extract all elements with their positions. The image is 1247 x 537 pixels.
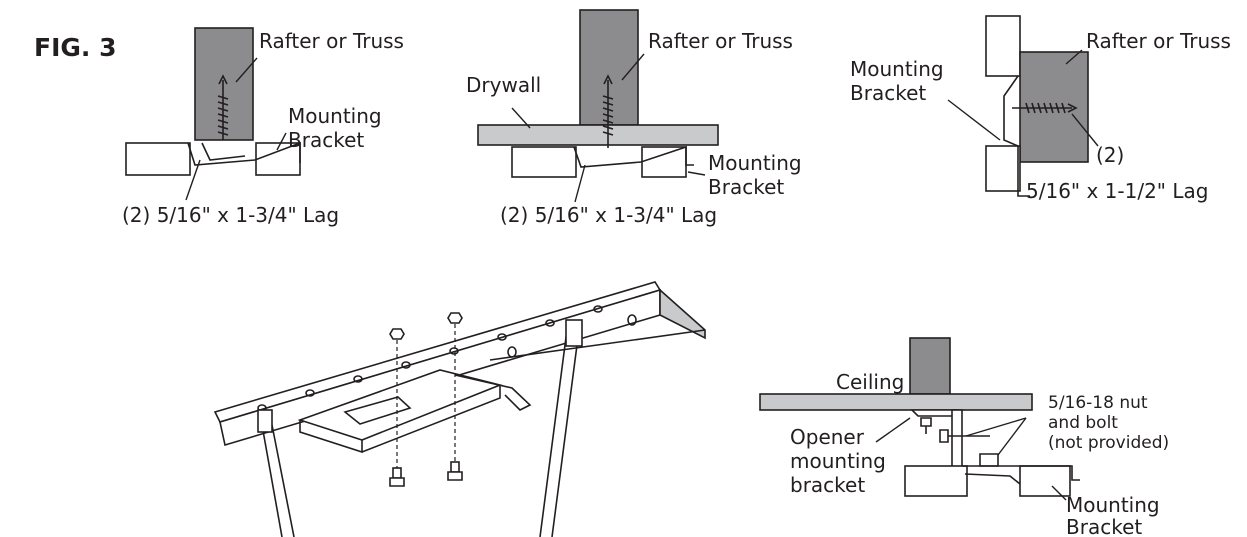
bracket-inner	[343, 396, 412, 425]
bracket-left-block	[125, 142, 191, 176]
bracket-leader	[687, 171, 706, 176]
side-bolt-head	[939, 429, 949, 443]
rafter	[579, 9, 639, 126]
nut-label-line2: and bolt	[1048, 413, 1118, 433]
right-leg-cap	[565, 319, 583, 347]
lag-leader	[574, 164, 586, 203]
rafter	[1019, 51, 1089, 163]
bolt-bottom-left	[389, 467, 405, 487]
figure-label: FIG. 3	[34, 33, 117, 62]
panel-isometric-assembly	[213, 281, 706, 537]
rafter-label: Rafter or Truss	[1086, 29, 1231, 53]
bracket-left-block	[511, 146, 577, 178]
nut-label-line1: 5/16-18 nut	[1048, 393, 1148, 413]
bracket-leader	[1051, 485, 1067, 501]
bolt-top-left	[389, 328, 405, 340]
bracket-top-block	[985, 15, 1021, 77]
opener-label-line3: bracket	[790, 473, 865, 497]
mounting-bracket	[187, 141, 301, 166]
opener-leader	[875, 417, 911, 443]
bracket-tab	[454, 374, 532, 411]
panel-drywall-mount: Rafter or Truss Drywall Mounting Bracket…	[466, 9, 802, 227]
lag-screw	[602, 74, 614, 148]
lag-screw	[217, 74, 229, 140]
ceiling-label: Ceiling	[836, 370, 904, 394]
bracket-label-line1: Mounting	[288, 104, 382, 128]
bracket-right-block	[1019, 465, 1071, 497]
mounting-bracket	[1003, 75, 1030, 197]
rafter-leader	[235, 57, 258, 83]
bracket-leader	[947, 99, 1001, 141]
panel-rafter-mount: Rafter or Truss Mounting Bracket (2) 5/1…	[122, 27, 404, 227]
opener-bracket-top	[910, 409, 959, 417]
drywall-label: Drywall	[466, 73, 541, 97]
drywall	[477, 124, 719, 146]
right-leg	[539, 321, 581, 537]
bracket-leader	[276, 132, 287, 151]
nut-leader	[997, 417, 1027, 456]
opener-label-line2: mounting	[790, 449, 886, 473]
drywall-leader	[511, 107, 531, 129]
bracket-label-line2: Bracket	[1066, 515, 1142, 537]
rafter-label: Rafter or Truss	[648, 29, 793, 53]
angle-iron-end	[659, 288, 706, 340]
rafter-label: Rafter or Truss	[259, 29, 404, 53]
bolt-leader	[965, 417, 1027, 437]
bracket-sides	[299, 385, 501, 454]
bracket-label-line2: Bracket	[288, 128, 364, 152]
nut-label-line3: (not provided)	[1048, 433, 1169, 453]
bracket-label-line1: Mounting	[708, 151, 802, 175]
lag-label: (2) 5/16" x 1-3/4" Lag	[500, 203, 717, 227]
bolt-bottom-right	[447, 461, 463, 481]
ceiling-joist	[909, 337, 951, 395]
mounting-bracket	[962, 465, 1080, 485]
side-nut	[979, 453, 999, 467]
angle-iron-flange	[489, 329, 706, 361]
opener-label-line1: Opener	[790, 425, 865, 449]
qty-label: (2)	[1096, 143, 1124, 167]
opener-bracket-vertical	[951, 409, 963, 473]
left-leg	[261, 424, 295, 537]
bracket-left-block	[904, 465, 968, 497]
panel-ceiling-mount: Ceiling 5/16-18 nut and bolt (not provid…	[759, 337, 1169, 537]
ceiling	[759, 393, 1033, 411]
left-leg-cap	[257, 409, 273, 433]
mounting-bracket	[573, 145, 694, 168]
lag-label: (2) 5/16" x 1-3/4" Lag	[122, 203, 339, 227]
bracket-bottom-block	[985, 145, 1021, 192]
bracket-label-line2: Bracket	[708, 175, 784, 199]
angle-iron-holes	[257, 305, 637, 412]
rafter	[194, 27, 254, 141]
lag-label: 5/16" x 1-1/2" Lag	[1026, 179, 1208, 203]
bracket-right-block	[641, 146, 687, 178]
bracket-label-line1: Mounting	[1066, 493, 1160, 517]
rafter-leader	[621, 53, 645, 81]
bolt-head-top	[920, 417, 932, 427]
lag-screw	[1012, 102, 1078, 114]
bracket-label-line2: Bracket	[850, 81, 926, 105]
panel-side-mount: Rafter or Truss Mounting Bracket (2) 5/1…	[850, 15, 1231, 203]
lag-leader	[1071, 113, 1099, 147]
lag-leader	[185, 159, 201, 201]
bolt-top-right	[447, 312, 463, 324]
rafter-leader	[1065, 49, 1083, 65]
bracket-label-line1: Mounting	[850, 57, 944, 81]
